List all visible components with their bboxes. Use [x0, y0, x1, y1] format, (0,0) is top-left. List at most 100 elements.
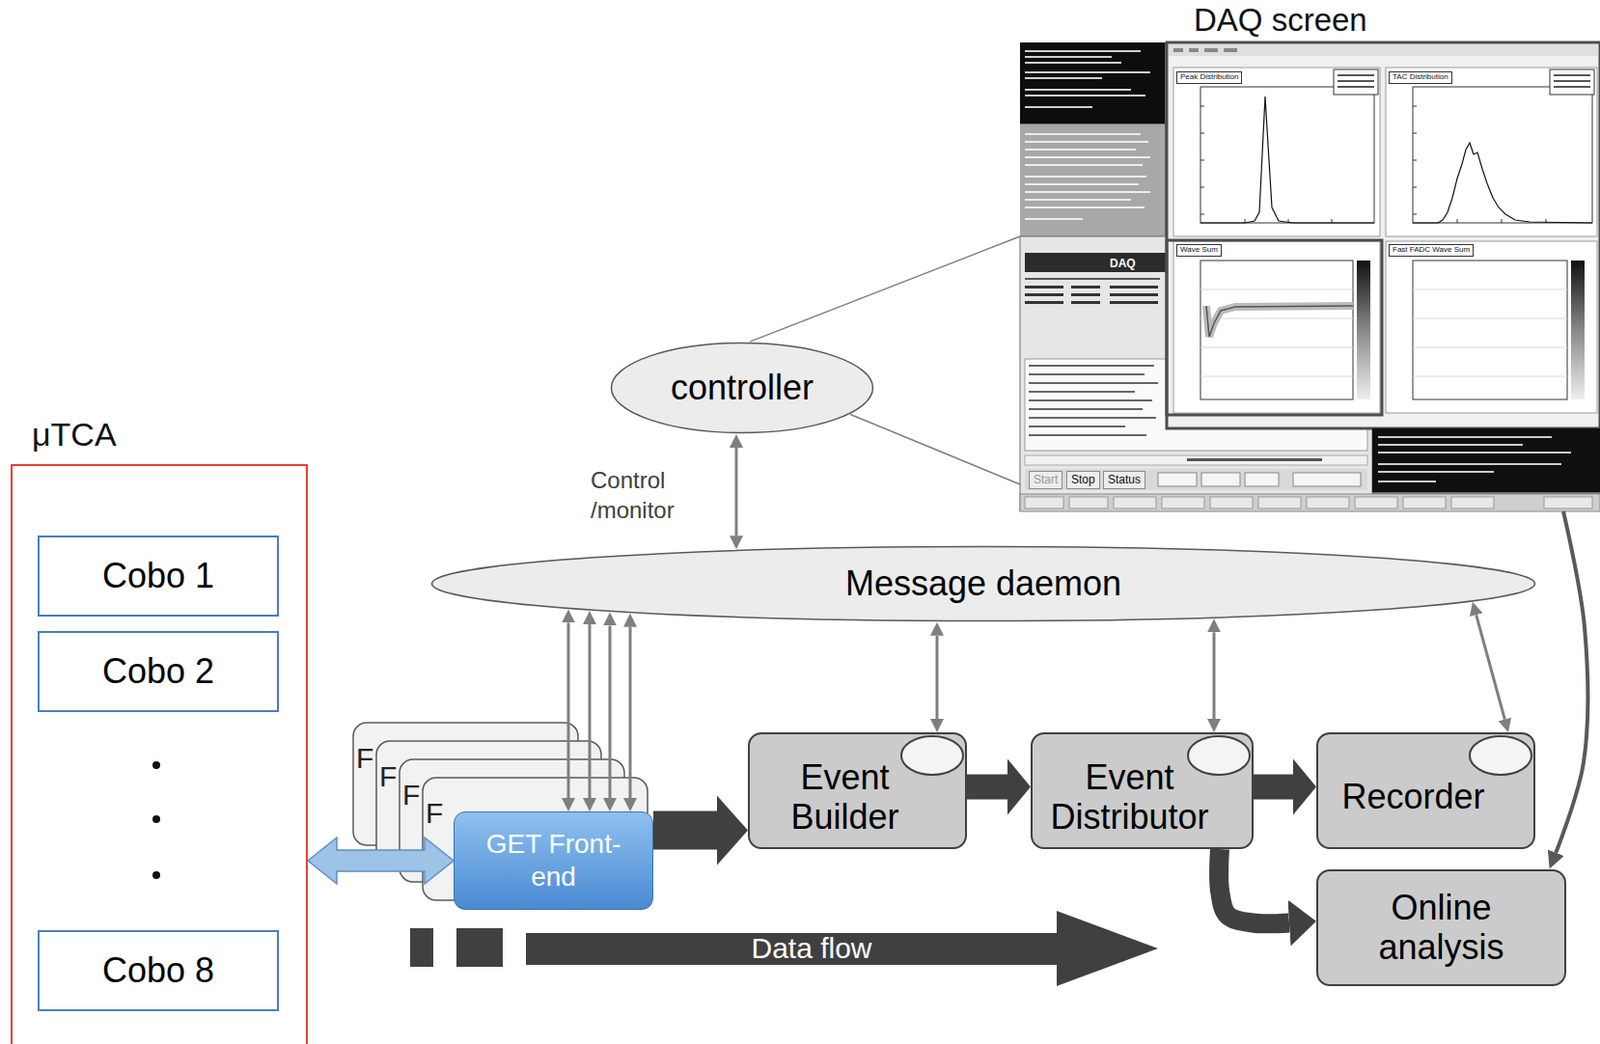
daq-screenshot	[1024, 94, 1146, 97]
process-ellipse: controller	[609, 341, 875, 435]
daq-screenshot	[1028, 373, 1145, 376]
daq-screenshot	[1223, 48, 1238, 53]
process-cylinder: Event Builder	[747, 732, 967, 850]
connector-arrow	[936, 635, 939, 719]
connector-arrow	[653, 811, 718, 851]
daq-screenshot	[1020, 42, 1165, 124]
daq-screenshot	[1403, 496, 1446, 509]
daq-screenshot	[1024, 140, 1149, 143]
stack-letter: F	[402, 778, 420, 811]
daq-screenshot	[1244, 472, 1279, 487]
daq-screenshot	[1201, 472, 1241, 487]
daq-screenshot	[1158, 472, 1197, 487]
daq-screenshot	[1024, 148, 1136, 151]
daq-screenshot	[1306, 496, 1350, 509]
daq-screenshot	[1173, 48, 1238, 53]
daq-screenshot	[1200, 289, 1568, 377]
daq-screenshot	[1028, 390, 1135, 393]
daq-screenshot	[1378, 463, 1562, 466]
daq-screenshot	[1109, 301, 1159, 304]
connector-arrow	[1555, 511, 1588, 854]
daq-screenshot	[1024, 106, 1093, 109]
node-label: GET Front-end	[476, 827, 632, 893]
daq-screenshot	[1451, 496, 1494, 509]
stack-letter: F	[425, 797, 443, 829]
connector-arrow	[1218, 849, 1290, 924]
daq-screenshot	[1378, 436, 1572, 483]
connector-arrow	[1213, 632, 1216, 719]
connector-arrow	[966, 774, 1008, 800]
node-label: Event Builder	[757, 758, 933, 837]
daq-screenshot	[1378, 470, 1494, 473]
daq-screenshot	[1024, 164, 1143, 166]
daq-screenshot	[1024, 88, 1132, 91]
daq-screenshot	[1210, 496, 1253, 509]
cylinder-cap	[1467, 734, 1534, 777]
daq-screenshot	[1200, 260, 1353, 400]
module-box: Cobo 2	[37, 631, 279, 713]
ellipsis-dots	[152, 761, 161, 770]
daq-screenshot	[1549, 69, 1595, 95]
plot-title: Peak Distribution	[1176, 71, 1242, 84]
node-label: Event Distributor	[1040, 758, 1219, 837]
daq-screenshot	[1024, 156, 1151, 159]
daq-screenshot	[1020, 42, 1600, 512]
node-label: Online analysis	[1337, 888, 1545, 967]
daq-screenshot	[1158, 472, 1361, 487]
process-cylinder: Event Distributor	[1030, 732, 1254, 850]
daq-screenshot	[1206, 305, 1353, 337]
daq-screenshot	[1553, 85, 1591, 88]
button-label: Status	[1103, 470, 1146, 490]
window-title: DAQ	[1109, 254, 1136, 273]
daq-screenshot	[1166, 240, 1382, 415]
process-box: Online analysis	[1316, 869, 1567, 987]
daq-screenshot	[1024, 285, 1159, 304]
daq-screenshot	[1544, 496, 1593, 509]
daq-screenshot	[1024, 455, 1368, 466]
daq-screenshot	[1024, 496, 1593, 509]
daq-screenshot	[1333, 69, 1379, 95]
daq-screenshot	[1024, 50, 1151, 109]
daq-screenshot	[1024, 133, 1151, 221]
daq-screenshot	[1028, 399, 1153, 402]
daq-screenshot	[1024, 496, 1064, 509]
daq-screenshot	[1204, 48, 1218, 53]
connector-arrow	[307, 837, 454, 884]
plot-title: TAC Distribution	[1388, 71, 1453, 84]
daq-screenshot	[1024, 218, 1083, 221]
daq-screenshot	[1337, 85, 1375, 88]
daq-screenshot	[1028, 425, 1126, 428]
ellipsis-dots	[152, 761, 161, 880]
ellipsis-dots	[152, 815, 161, 824]
daq-screenshot	[1024, 198, 1132, 201]
node-label: controller	[670, 368, 814, 408]
stack-letter: F	[379, 760, 397, 793]
daq-screenshot	[1173, 241, 1380, 414]
edge-label: Control /monitor	[590, 465, 697, 525]
process-ellipse: Message daemon	[430, 545, 1537, 623]
daq-screenshot	[1378, 480, 1436, 483]
daq-screenshot	[1186, 458, 1323, 462]
daq-screenshot	[1385, 241, 1598, 414]
daq-screenshot	[1356, 260, 1371, 400]
process-cylinder: Recorder	[1316, 732, 1536, 850]
daq-screenshot	[1378, 451, 1572, 454]
button-label: Stop	[1066, 470, 1101, 490]
connector-arrow	[629, 627, 633, 799]
daq-screenshot	[1028, 382, 1159, 385]
daq-screenshot	[1200, 106, 1546, 223]
connector-arrow	[608, 625, 612, 799]
daq-screenshot	[1553, 74, 1591, 77]
cylinder-cap	[1186, 734, 1252, 777]
daq-screenshot	[1024, 301, 1064, 304]
connector-arrow	[567, 622, 571, 799]
daq-screenshot	[1337, 74, 1591, 88]
daq-screenshot	[1200, 86, 1375, 223]
daq-screenshot	[1206, 305, 1353, 337]
daq-screenshot	[1337, 80, 1375, 83]
daq-screenshot	[1372, 428, 1600, 493]
daq-screenshot	[1109, 293, 1159, 297]
daq-screenshot	[1200, 96, 1375, 223]
